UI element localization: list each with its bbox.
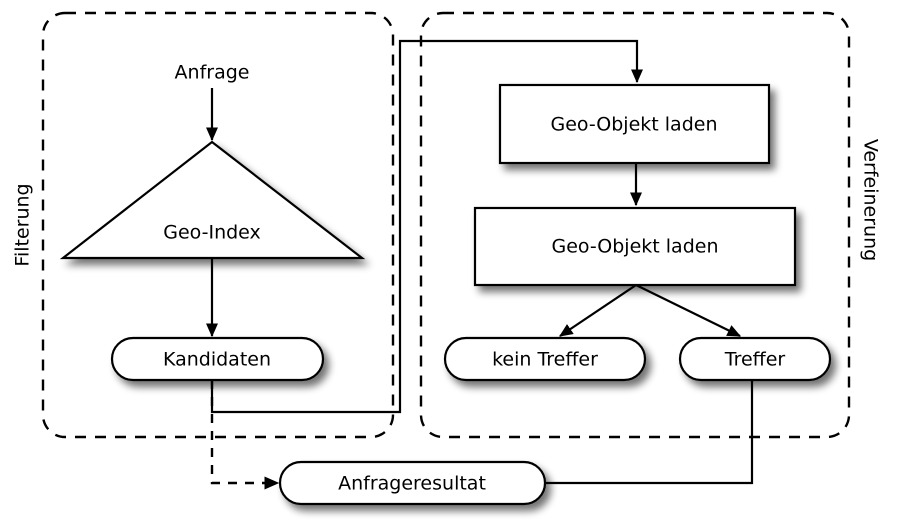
node-geo-objekt-laden-1-shape — [498, 83, 771, 165]
node-anfrage[interactable]: Anfrage — [175, 62, 250, 84]
group-filterung-label: Filterung — [12, 183, 34, 266]
group-filterung: Filterung — [12, 11, 395, 439]
node-kein-treffer-label: kein Treffer — [492, 349, 598, 371]
node-kandidaten[interactable]: Kandidaten — [110, 336, 325, 382]
node-treffer[interactable]: Treffer — [678, 336, 832, 382]
node-treffer-shape — [678, 336, 832, 382]
group-verfeinerung-border — [419, 11, 851, 439]
node-anfrageresultat-shape — [278, 460, 547, 506]
node-treffer-label: Treffer — [724, 349, 786, 371]
edge-kandidaten-to-anfrageresultat — [210, 380, 280, 490]
node-anfrageresultat-label: Anfrageresultat — [338, 473, 486, 495]
edge-geo-objekt-laden-2-to-treffer — [635, 284, 741, 337]
node-geo-objekt-laden-2-label: Geo-Objekt laden — [552, 236, 719, 258]
edge-treffer-to-anfrageresultat — [545, 380, 754, 485]
node-kein-treffer[interactable]: kein Treffer — [443, 336, 647, 382]
edge-kandidaten-to-geo-objekt-laden-1 — [210, 39, 644, 414]
node-geo-index[interactable]: Geo-Index — [59, 140, 366, 260]
node-geo-objekt-laden-1-label: Geo-Objekt laden — [551, 114, 718, 136]
node-geo-objekt-laden-1[interactable]: Geo-Objekt laden — [498, 83, 771, 165]
node-geo-index-shape — [59, 140, 366, 260]
group-verfeinerung: Verfeinerung — [419, 11, 882, 439]
edge-geo-objekt-laden-2-to-kein-treffer — [559, 284, 637, 337]
group-verfeinerung-label: Verfeinerung — [860, 139, 882, 261]
node-anfrage-label: Anfrage — [175, 62, 250, 84]
node-kandidaten-label: Kandidaten — [163, 349, 271, 371]
node-anfrageresultat[interactable]: Anfrageresultat — [278, 460, 547, 506]
node-kandidaten-shape — [110, 336, 325, 382]
group-filterung-border — [41, 11, 395, 439]
node-kein-treffer-shape — [443, 336, 647, 382]
node-geo-index-label: Geo-Index — [163, 222, 261, 244]
node-geo-objekt-laden-2[interactable]: Geo-Objekt laden — [473, 206, 797, 287]
node-geo-objekt-laden-2-shape — [473, 206, 797, 287]
